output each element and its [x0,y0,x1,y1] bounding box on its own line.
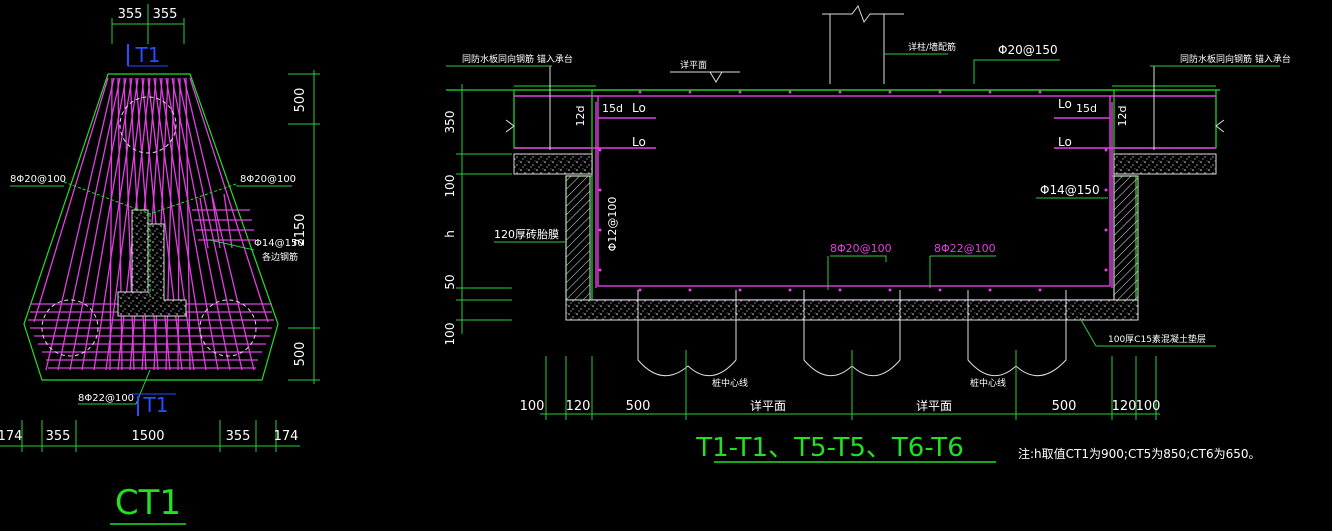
section-mark-top: T1 [135,43,161,67]
plan-bottom-dim-2: 355 [46,429,71,444]
plan-top-dims [111,4,185,44]
plan-view: 355 355 T1 [0,4,320,525]
plan-bottom-dim-5: 174 [274,429,299,444]
pile-circles [41,96,257,357]
section-title: T1-T1、T5-T5、T6-T6 [695,433,964,463]
side-bar-label: Φ14@150 [1040,183,1100,197]
section-bottom-dim-1: 100 [520,399,545,414]
d12-r: 12d [1116,106,1129,127]
top-left-note: 同防水板同向钢筋 锚入承台 [462,53,573,65]
d15-l: 15d [602,102,623,115]
lo-ml: Lo [632,135,646,149]
section-left-dim-2: 100 [443,175,457,198]
plan-rebar-right: 8Φ20@100 [240,174,296,185]
plan-right-dim-3: 500 [293,342,308,367]
vert-bar-label: Φ12@100 [606,197,619,252]
section-left-dims [456,84,512,334]
section-bottom-dim-2: 120 [566,399,591,414]
plan-title: CT1 [115,483,181,523]
d15-r: 15d [1076,102,1097,115]
section-left-dim-4: 50 [443,274,457,289]
plan-rebar-mesh-note: 各边钢筋 [262,251,298,263]
plan-right-dim-1: 500 [293,88,308,113]
pile-cap-outline [23,73,279,381]
d12-l: 12d [574,106,587,127]
bottom-bar-2: 8Φ22@100 [934,242,996,255]
plan-right-dims [288,70,320,384]
section-note: 注:h取值CT1为900;CT5为850;CT6为650。 [1018,446,1260,461]
bottom-cushion [565,299,1139,321]
wall-core [117,209,187,317]
section-left-dim-1: 350 [443,111,457,134]
plan-top-dim-1: 355 [118,7,143,22]
pile-center-1: 桩中心线 [712,377,748,389]
plan-rebar-bottom: 8Φ22@100 [78,393,134,404]
column-note: 详柱/墙配筋 [908,41,956,53]
section-left-dim-3: h [443,230,457,238]
bottom-bar-1: 8Φ20@100 [830,242,892,255]
rebar-dots [598,90,1108,292]
section-bottom-dim-3: 500 [626,399,651,414]
right-brick-wall [1113,175,1139,301]
column-break [822,4,904,84]
brick-label: 120厚砖胎膜 [494,227,559,241]
plan-right-dim-2: 2150 [293,213,308,246]
plan-bottom-dim-1: 174 [0,429,22,444]
section-mark-bottom: T1 [143,393,169,417]
left-brick-wall [565,175,591,301]
section-bottom-dim-7: 120 [1112,399,1137,414]
pile-center-2: 桩中心线 [970,377,1006,389]
lo-mr: Lo [1058,135,1072,149]
lo-tl: Lo [632,101,646,115]
section-bottom-dims [540,356,1160,420]
plan-rebar-left: 8Φ20@100 [10,174,66,185]
section-bottom-dim-8: 100 [1136,399,1161,414]
plan-bottom-dim-3: 1500 [131,429,164,444]
plan-bottom-dims [0,420,300,452]
plan-rebar-mesh: Φ14@150 [254,238,304,249]
section-left-dim-5: 100 [443,323,457,346]
section-bottom-dim-6: 500 [1052,399,1077,414]
top-right-note: 同防水板同向钢筋 锚入承台 [1180,53,1291,65]
elev-label: 详平面 [680,59,707,71]
top-bar-label: Φ20@150 [998,43,1058,57]
section-view: 350 100 h 50 100 同防水板同向钢筋 锚入承台 同防水板同向钢筋 … [443,4,1291,463]
section-bottom-dim-5: 详平面 [916,398,952,413]
section-bottom-dim-4: 详平面 [750,398,786,413]
plan-bottom-dim-4: 355 [226,429,251,444]
right-slab-cushion [1113,153,1217,175]
lo-tr: Lo [1058,97,1072,111]
cushion-label: 100厚C15素混凝土垫层 [1108,333,1206,345]
plan-top-dim-2: 355 [153,7,178,22]
left-slab-cushion [513,153,593,175]
section-rebar [514,95,1216,288]
